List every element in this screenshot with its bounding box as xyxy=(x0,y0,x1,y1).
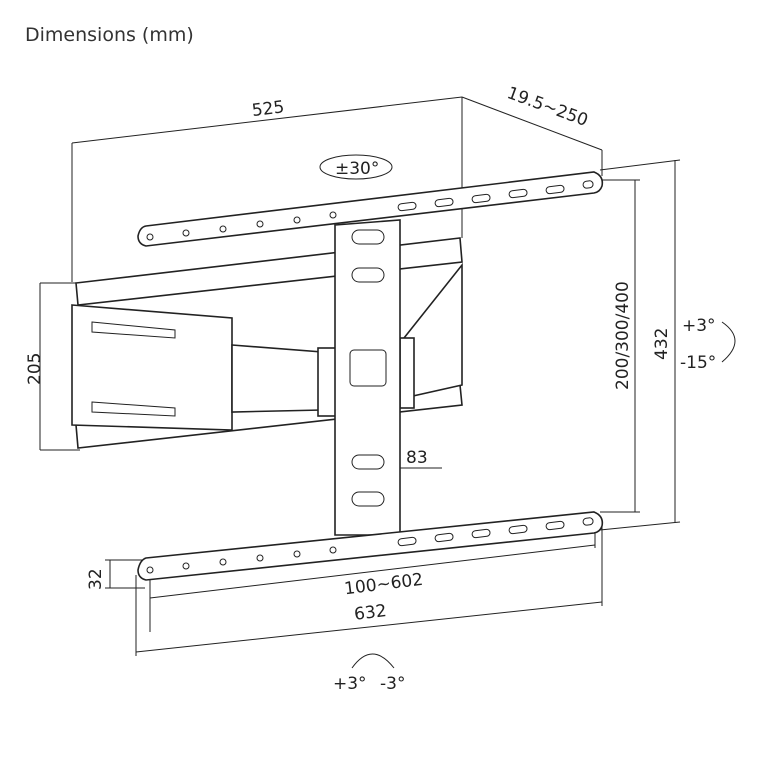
swivel-arc-icon xyxy=(319,154,393,180)
vesa-horizontal-label: 100~602 xyxy=(343,570,424,599)
mount-arm xyxy=(71,219,463,536)
level-minus-label: -3° xyxy=(380,674,405,694)
arm-height-label: 205 xyxy=(25,353,45,385)
swivel-label: ±30° xyxy=(335,159,379,179)
level-arc-icon xyxy=(351,653,395,669)
tilt-down-label: -15° xyxy=(680,353,716,373)
top-rail xyxy=(137,171,604,247)
vesa-vertical-label: 200/300/400 xyxy=(613,281,633,390)
tilt-up-label: +3° xyxy=(682,316,716,336)
post-width-label: 83 xyxy=(406,448,428,468)
total-height-label: 432 xyxy=(652,328,672,360)
diagram-title: Dimensions (mm) xyxy=(25,24,194,46)
depth-label: 19.5~250 xyxy=(504,83,590,131)
rail-height-label: 32 xyxy=(86,568,106,590)
level-plus-label: +3° xyxy=(333,674,367,694)
bottom-rail xyxy=(137,511,604,581)
rail-length-label: 632 xyxy=(353,601,388,625)
width-label: 525 xyxy=(251,97,286,121)
dimension-lines xyxy=(39,96,681,656)
tilt-arc-icon xyxy=(721,321,736,363)
